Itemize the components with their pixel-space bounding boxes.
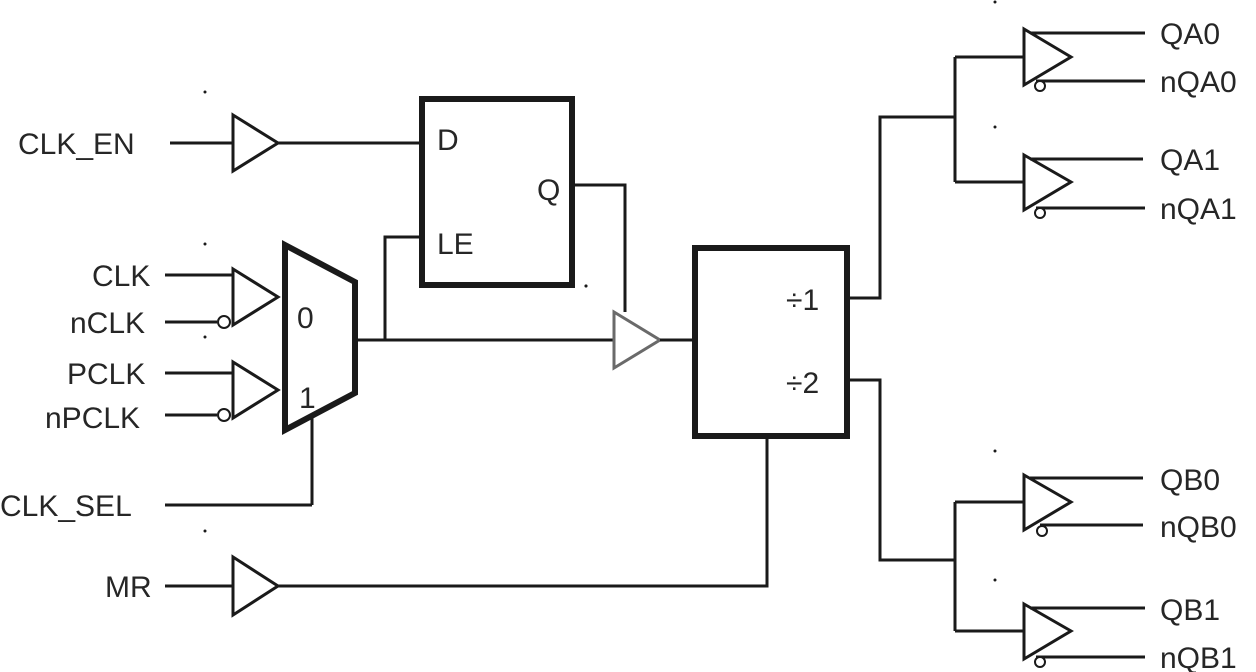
input-label-clk-en: CLK_EN [18, 128, 135, 161]
bank-a-wires [847, 55, 1024, 300]
input-label-mr: MR [105, 571, 152, 604]
output-buffer-qb0 [1022, 472, 1143, 537]
output-buffer-qb1 [1022, 601, 1145, 668]
output-label-qa1: QA1 [1160, 144, 1220, 177]
d-latch [419, 96, 575, 288]
clk-sel-path [165, 418, 314, 507]
divider-div1-label: ÷1 [786, 284, 819, 317]
input-label-nclk: nCLK [70, 307, 145, 340]
latch-q-wire [572, 183, 627, 312]
pclk-diff-buffer [165, 359, 281, 422]
divider-div2-label: ÷2 [786, 367, 819, 400]
input-label-pclk: PCLK [67, 358, 145, 391]
input-label-clk-sel: CLK_SEL [0, 490, 132, 523]
divider-block [692, 245, 850, 439]
clock-mux [282, 240, 358, 435]
clk-en-path [170, 112, 422, 174]
latch-d-label: D [437, 124, 459, 157]
output-label-nqa1: nQA1 [1160, 193, 1237, 226]
bank-b-wires [847, 378, 1024, 633]
mux-input-1-label: 1 [299, 382, 316, 415]
output-label-qb1: QB1 [1160, 594, 1220, 627]
registration-dots [203, 0, 997, 582]
mux-output-wires [355, 235, 614, 342]
output-buffer-qa1 [1022, 152, 1145, 219]
clk-en-buffer [231, 112, 281, 174]
mux-input-0-label: 0 [297, 302, 314, 335]
output-label-nqb1: nQB1 [1160, 642, 1237, 672]
input-label-clk: CLK [92, 260, 150, 293]
mr-path [165, 436, 769, 618]
output-label-qb0: QB0 [1160, 464, 1220, 497]
output-label-nqb0: nQB0 [1160, 511, 1237, 544]
latch-q-label: Q [537, 174, 560, 207]
latch-le-label: LE [437, 228, 474, 261]
output-buffer-qa0 [1022, 26, 1145, 92]
input-label-npclk: nPCLK [45, 402, 140, 435]
clk-diff-buffer [165, 266, 281, 329]
output-label-qa0: QA0 [1160, 18, 1220, 51]
gated-clock-buffer [612, 309, 663, 371]
output-label-nqa0: nQA0 [1160, 66, 1237, 99]
